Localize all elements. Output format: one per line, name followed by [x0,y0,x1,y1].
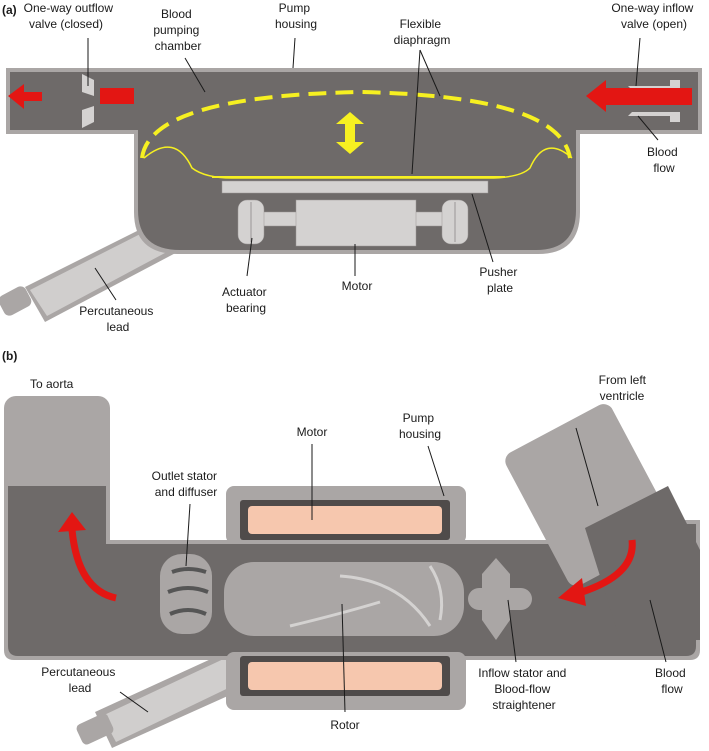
inflow-valve-open [628,80,680,122]
label-diaphragm: Flexible diaphragm [394,17,451,47]
panel-a: (a) [0,1,702,334]
flow-arrows-b [58,512,636,606]
label-to-aorta: To aorta [30,377,74,391]
labels-b: To aorta From left ventricle Motor Pump … [30,373,689,732]
panel-b: (b) [2,349,700,748]
motor-coil-top [248,506,442,534]
label-inflow-valve: One-way inflow valve (open) [611,1,696,31]
label-inflow-stator: Inflow stator and Blood-flow straightene… [478,666,569,712]
diaphragm-raised [140,89,572,159]
label-motor-b: Motor [297,425,328,439]
percutaneous-lead-b [76,648,250,748]
label-outflow-valve: One-way outflow valve (closed) [24,1,117,31]
motor-coil-bottom [248,662,442,690]
label-actuator-bearing: Actuator bearing [222,285,270,315]
label-pump-housing-a: Pump housing [275,1,317,31]
motor-top-b [226,486,466,544]
motor-body-a [295,199,417,247]
percutaneous-lead-a [0,218,185,322]
leaders-a [87,37,659,301]
label-blood-flow-a: Blood flow [647,145,681,175]
pusher-plate [221,180,489,194]
leaders-b [119,427,667,713]
panel-b-label: (b) [2,349,17,363]
label-blood-flow-b: Blood flow [655,666,689,696]
label-pump-housing-b: Pump housing [399,411,441,441]
flow-arrows-a [8,80,692,112]
aorta-outlet-tube [4,396,110,546]
label-pusher-plate: Pusher plate [479,265,520,295]
labels-a: One-way outflow valve (closed) Blood pum… [24,1,696,334]
label-from-ventricle: From left ventricle [599,373,650,403]
label-outlet-stator: Outlet stator and diffuser [152,469,221,499]
diaphragm-movement-arrow [336,112,364,154]
outlet-stator [160,554,212,634]
panel-a-label: (a) [2,3,17,17]
rotor [224,562,464,636]
label-pumping-chamber: Blood pumping chamber [153,7,202,53]
label-rotor: Rotor [330,718,359,732]
label-lead-a: Percutaneous lead [79,304,156,334]
motor-bottom-b [226,652,466,710]
label-lead-b: Percutaneous lead [41,665,118,695]
motor-assembly-a [237,199,469,247]
label-motor-a: Motor [342,279,373,293]
inflow-stator [468,558,532,640]
